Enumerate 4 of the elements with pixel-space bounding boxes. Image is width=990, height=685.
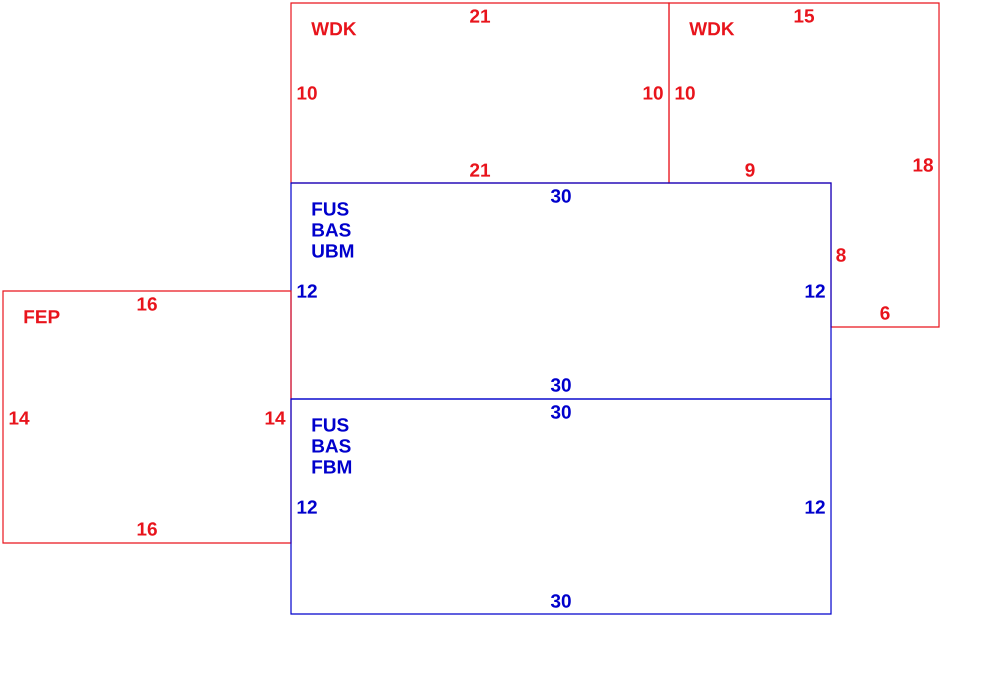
room-outline: FUS BAS FBM 30 12 12 30 [290,398,832,615]
room-outline: FUS BAS UBM 30 12 12 30 [290,182,832,400]
room-outline: WDK 21 10 10 21 [290,2,670,184]
room-outline: FEP 16 14 14 16 [2,290,292,544]
